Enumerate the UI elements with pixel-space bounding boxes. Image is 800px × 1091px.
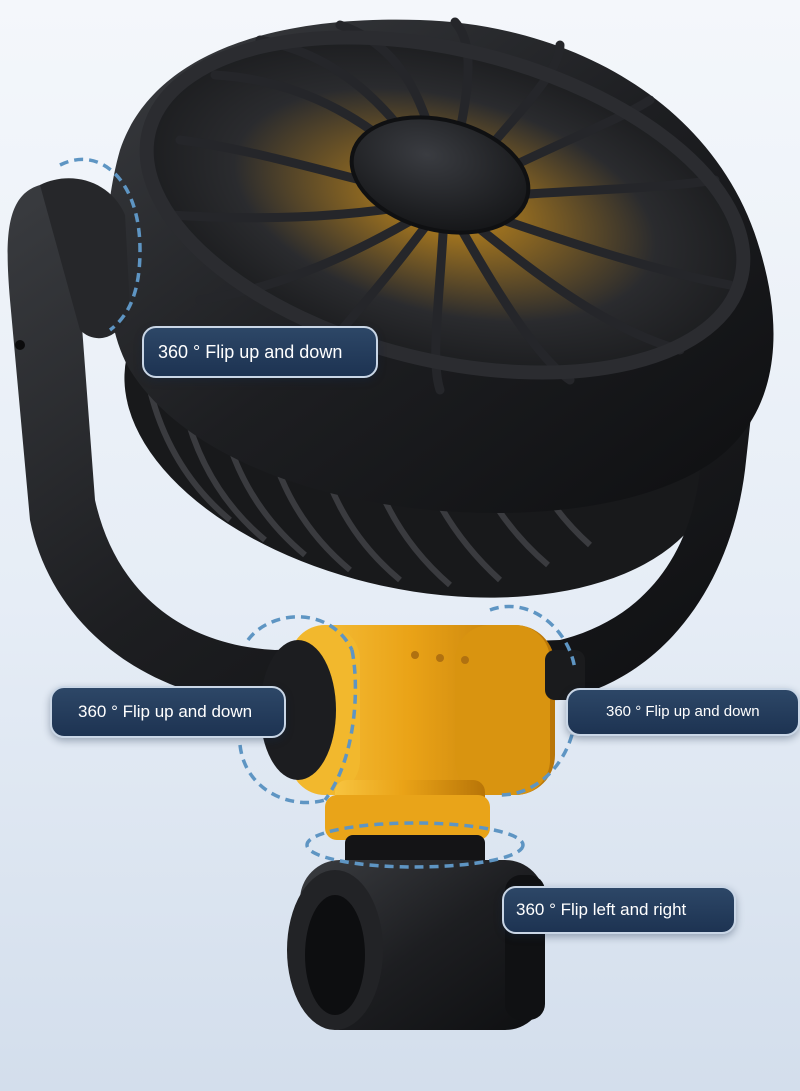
callout-top-tilt: 360 ° Flip up and down (142, 326, 378, 378)
fan-hub (349, 115, 531, 235)
arm-screw-hole (15, 340, 25, 350)
fan-head (106, 17, 774, 514)
callout-left-joint: 360 ° Flip up and down (50, 686, 286, 738)
callout-base-swivel: 360 ° Flip left and right (502, 886, 736, 934)
fan-pivot-left (40, 178, 130, 339)
clamp-tube (287, 860, 545, 1030)
callout-right-joint: 360 ° Flip up and down (566, 688, 800, 736)
rotation-indicators (59, 157, 577, 869)
arm-socket-left (260, 640, 336, 780)
